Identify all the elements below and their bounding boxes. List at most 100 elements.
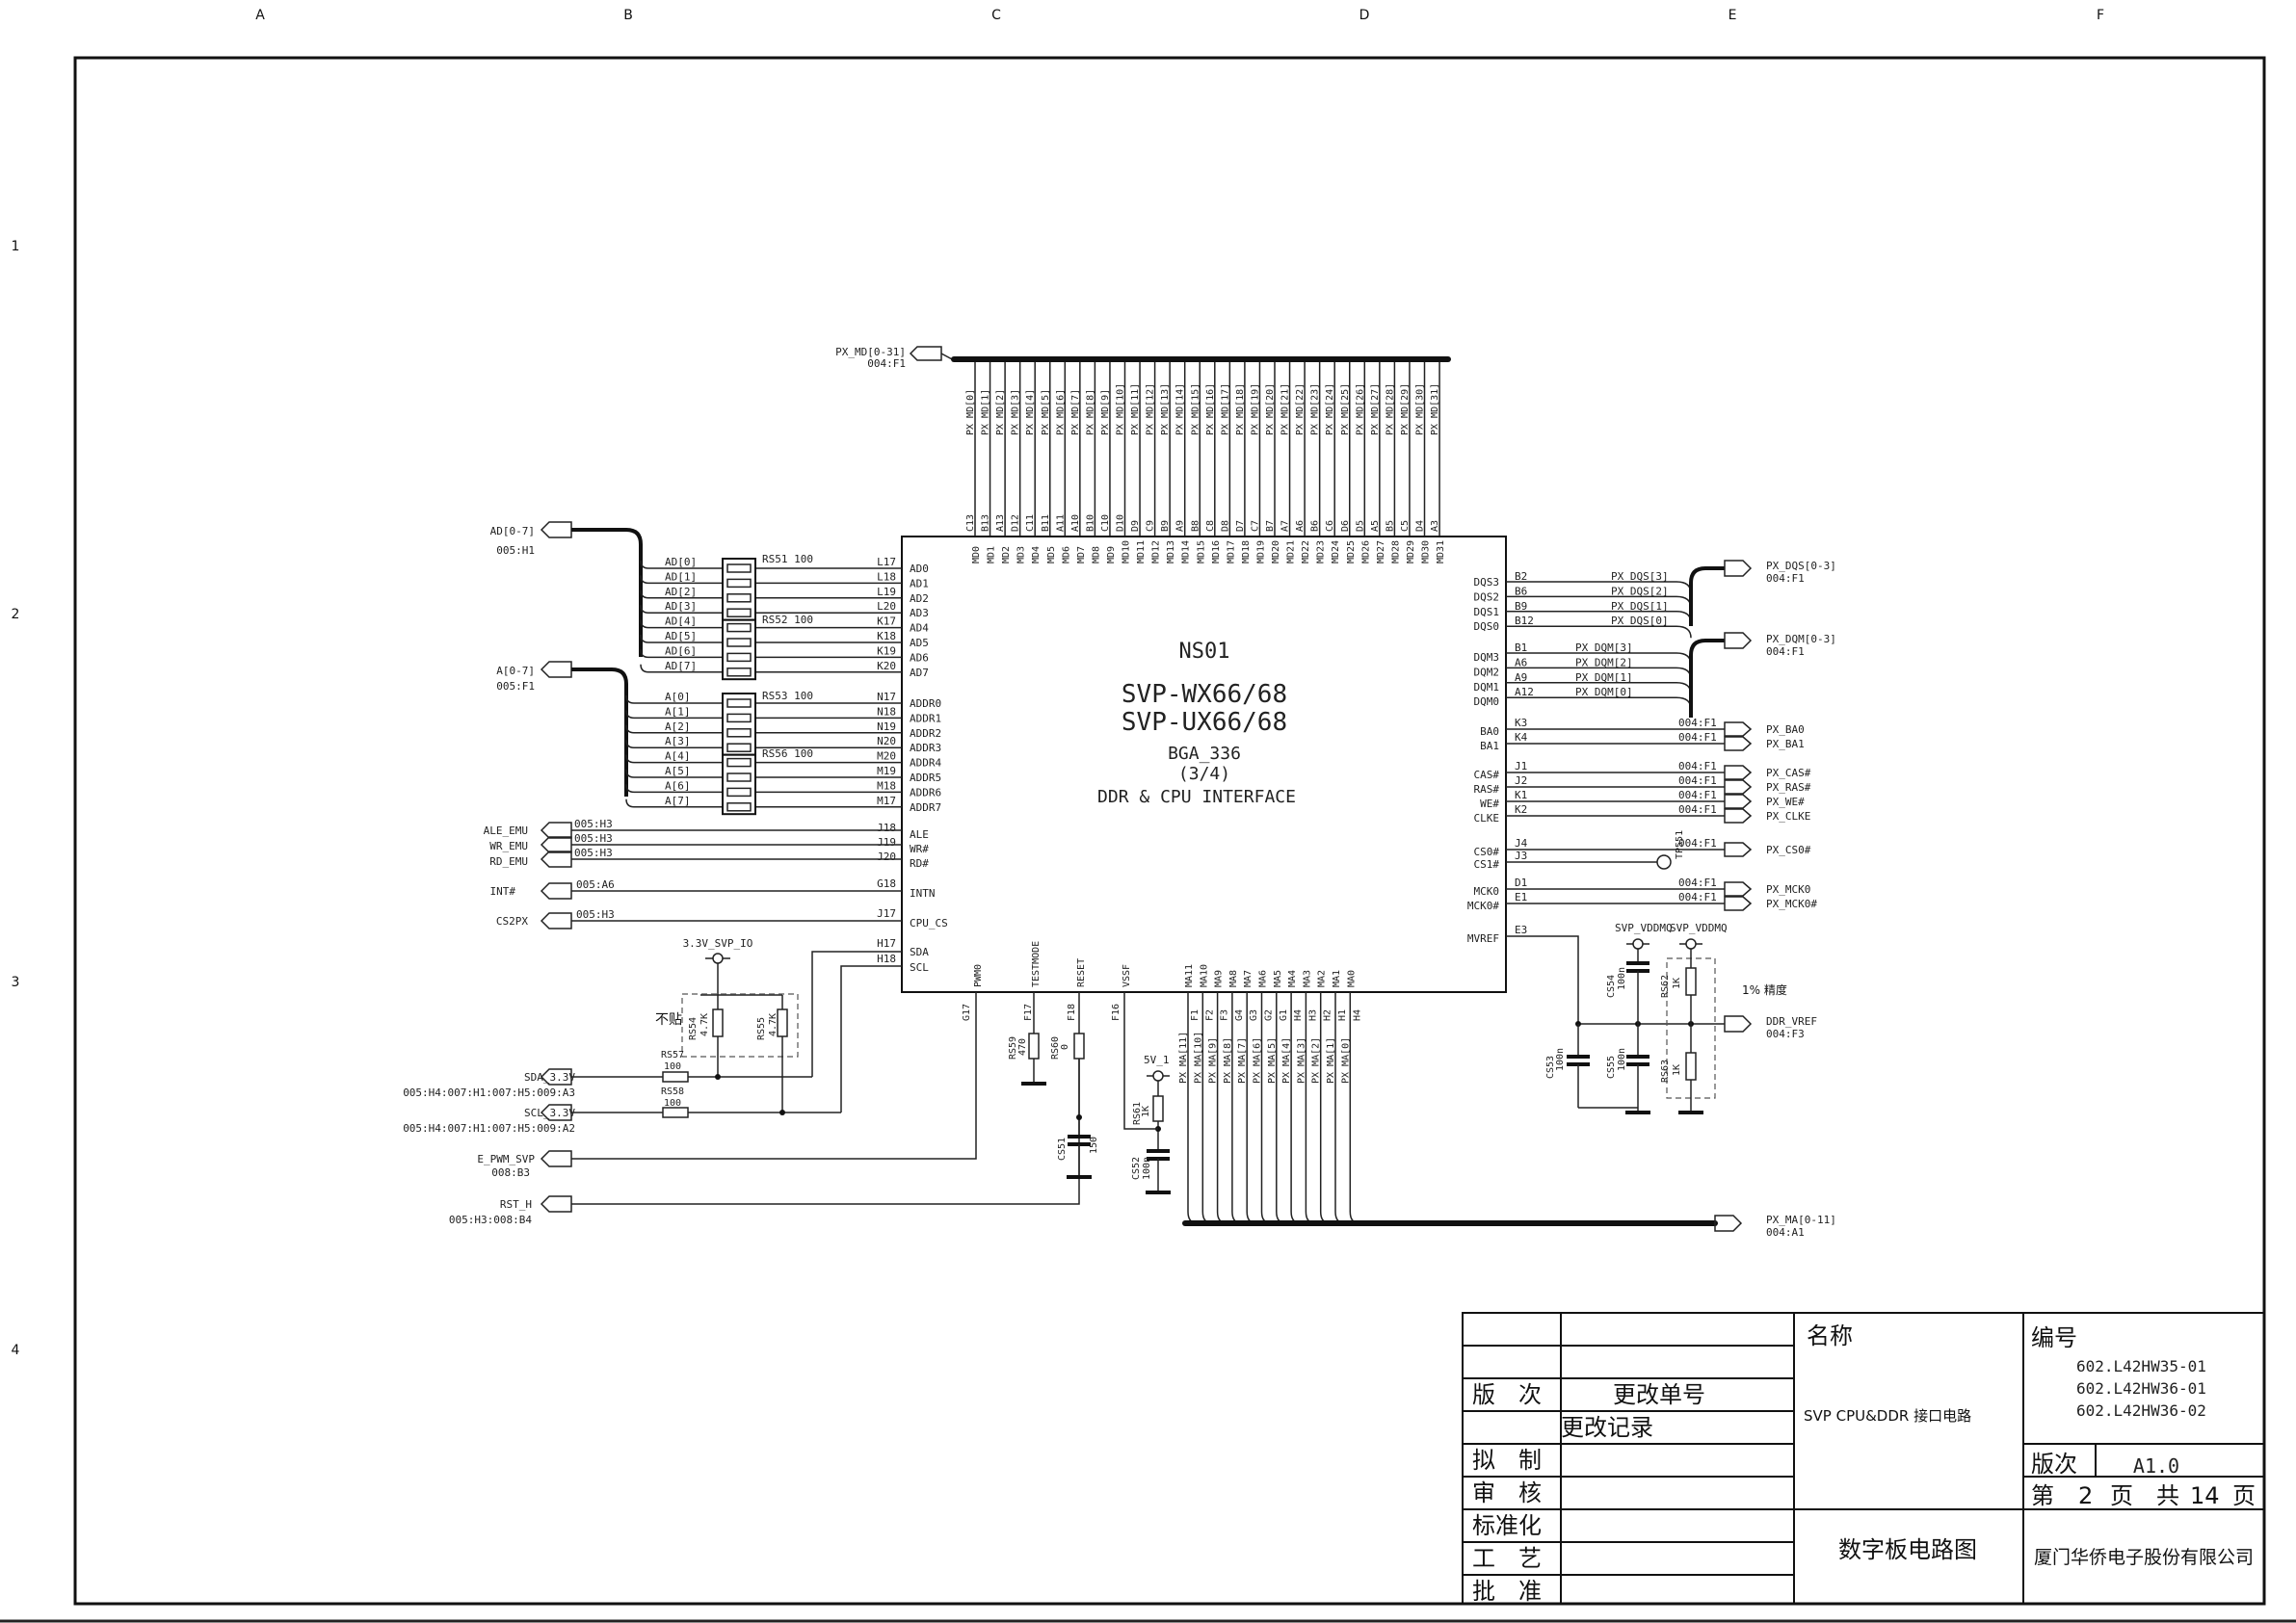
ale-ref: 005:H3 (574, 818, 613, 830)
ma-pin-label: MA10 (1199, 964, 1209, 987)
px-dqs-port-name: PX_DQS[0-3] (1766, 560, 1836, 572)
px-md-port-ref: 004:F1 (867, 357, 906, 370)
top-net-label: PX_MD[6] (1055, 389, 1066, 435)
pwm-port (540, 1150, 572, 1167)
ball-label: K18 (877, 630, 896, 642)
px-dqs-port-ref: 004:F1 (1766, 572, 1805, 585)
top-ball-label: C10 (1100, 514, 1111, 532)
ma-net-label: PX_MA[4] (1281, 1037, 1292, 1084)
ma-pin-label: MA1 (1332, 970, 1342, 987)
top-net-label: PX_MD[4] (1025, 389, 1036, 435)
top-net-label: PX_MD[28] (1385, 383, 1395, 435)
array-resistor (726, 563, 752, 573)
pin-label: ADDR1 (910, 712, 941, 724)
ctrl-port (1724, 765, 1753, 780)
rs56-label: RS56 100 (762, 747, 813, 760)
i2c-block: 3.3V_SVP_IO 不贴 RS54 4.7K RS55 4.7K SDA_3… (403, 937, 929, 1135)
pin-label: AD6 (910, 651, 929, 664)
ctrl-ball-label: E1 (1515, 891, 1527, 903)
sheet-border (73, 56, 2266, 1606)
ball-label: M20 (877, 750, 896, 763)
scl-port-name: SCL_3.3V (524, 1107, 575, 1119)
dqs-wire (1506, 625, 1692, 639)
ctrl-ref-label: 004:F1 (1678, 731, 1717, 744)
ctrl-ref-label: 004:F1 (1678, 803, 1717, 816)
rs63-resistor (1685, 1052, 1697, 1081)
not-fitted-box (681, 993, 799, 1058)
net-label: AD[4] (665, 615, 697, 628)
top-ball-label: C8 (1205, 520, 1216, 532)
rd-port (540, 851, 572, 868)
top-ball-label: B11 (1041, 514, 1051, 532)
rs57-value: 100 (664, 1061, 681, 1072)
array-resistor (726, 608, 752, 617)
dqm-net-label: PX_DQM[2] (1575, 656, 1633, 668)
pin-label: ADDR2 (910, 727, 941, 740)
top-ball-label: D10 (1116, 514, 1126, 532)
rs59-value: 470 (1017, 1038, 1028, 1056)
px-ma-port-name: PX_MA[0-11] (1766, 1214, 1836, 1226)
ma-ball-label: F2 (1204, 1009, 1215, 1021)
ctrl-port-name: PX_CS0# (1766, 844, 1811, 856)
array-resistor (726, 713, 752, 723)
ctrl-port (1724, 896, 1753, 911)
net-wire (640, 634, 724, 643)
ma-pin-label: MA4 (1287, 970, 1298, 987)
cs54-value: 100n (1617, 967, 1627, 990)
top-pin-label: MD1 (987, 546, 997, 563)
ma-net-label: PX_MA[6] (1253, 1037, 1263, 1084)
ball-label: L19 (877, 586, 896, 598)
ctrl-ref-label: 004:F1 (1678, 789, 1717, 801)
top-pin-label: MD23 (1316, 540, 1327, 563)
pin-label: AD2 (910, 592, 929, 605)
cs51-junction (1076, 1114, 1082, 1120)
array-resistor (726, 578, 752, 589)
rst-port (540, 1195, 572, 1213)
top-net-label: PX_MD[18] (1235, 383, 1246, 435)
rd-port-name: RD_EMU (489, 855, 528, 868)
sda-port-name: SDA_3.3V (524, 1071, 575, 1084)
net-label: AD[6] (665, 644, 697, 657)
rs51-label: RS51 100 (762, 553, 813, 565)
a-nets: A[0]N17ADDR0A[1]N18ADDR1A[2]N19ADDR2A[3]… (625, 691, 941, 816)
px-dqm-port (1724, 632, 1753, 649)
rst-port-ref: 005:H3:008:B4 (449, 1214, 532, 1226)
ball-pwm: G17 (962, 1004, 972, 1021)
ctrl-port-name: PX_CAS# (1766, 767, 1811, 779)
chip-unit: (3/4) (1178, 764, 1230, 784)
ctrl-ref-label: 004:F1 (1678, 774, 1717, 787)
net-label: A[7] (665, 795, 691, 807)
top-net-label: PX_MD[29] (1400, 383, 1411, 435)
top-pin-label: MD25 (1346, 540, 1357, 563)
ad-bus-group: AD[0-7] 005:H1 AD[0]L17AD0AD[1]L18AD1AD[… (490, 521, 929, 681)
top-net-label: PX_MD[23] (1310, 383, 1321, 435)
top-net-label: PX_MD[2] (995, 389, 1006, 435)
top-net-label: PX_MD[25] (1340, 383, 1351, 435)
dqm-net-label: PX_DQM[3] (1575, 641, 1633, 654)
ball-label: N20 (877, 735, 896, 747)
array-resistor (726, 593, 752, 603)
ctrl-port-name: PX_RAS# (1766, 781, 1811, 794)
net-label: AD[3] (665, 600, 697, 613)
ma-wire (1246, 992, 1257, 1224)
net-wire (640, 589, 724, 599)
test-point-label: TP551 (1675, 830, 1685, 859)
scl-junction (779, 1110, 785, 1115)
grid-col-b: B (623, 8, 633, 23)
ma-net-label: PX_MA[3] (1296, 1037, 1306, 1084)
dqs-pin-label: DQS3 (1474, 576, 1500, 589)
rs55-value: 4.7K (768, 1013, 779, 1036)
chip-ref: NS01 (1179, 640, 1230, 664)
dqm-ball-label: B1 (1515, 641, 1527, 654)
ctrl-pin-label: MVREF (1467, 932, 1499, 945)
top-pin-label: MD5 (1046, 546, 1057, 563)
cs53-value: 100n (1555, 1048, 1566, 1071)
dqm-ball-label: A6 (1515, 656, 1527, 668)
ball-label: L17 (877, 556, 896, 568)
ball-ale: J18 (877, 822, 896, 834)
dqm-bus-line (1689, 639, 1725, 718)
tb-change-record: 更改记录 (1561, 1414, 1653, 1441)
pwm-port-name: E_PWM_SVP (477, 1153, 535, 1165)
cs2px-line: CS2PX 005:H3 CPU_CS J17 (496, 907, 948, 929)
top-pin-label: MD26 (1360, 540, 1371, 563)
